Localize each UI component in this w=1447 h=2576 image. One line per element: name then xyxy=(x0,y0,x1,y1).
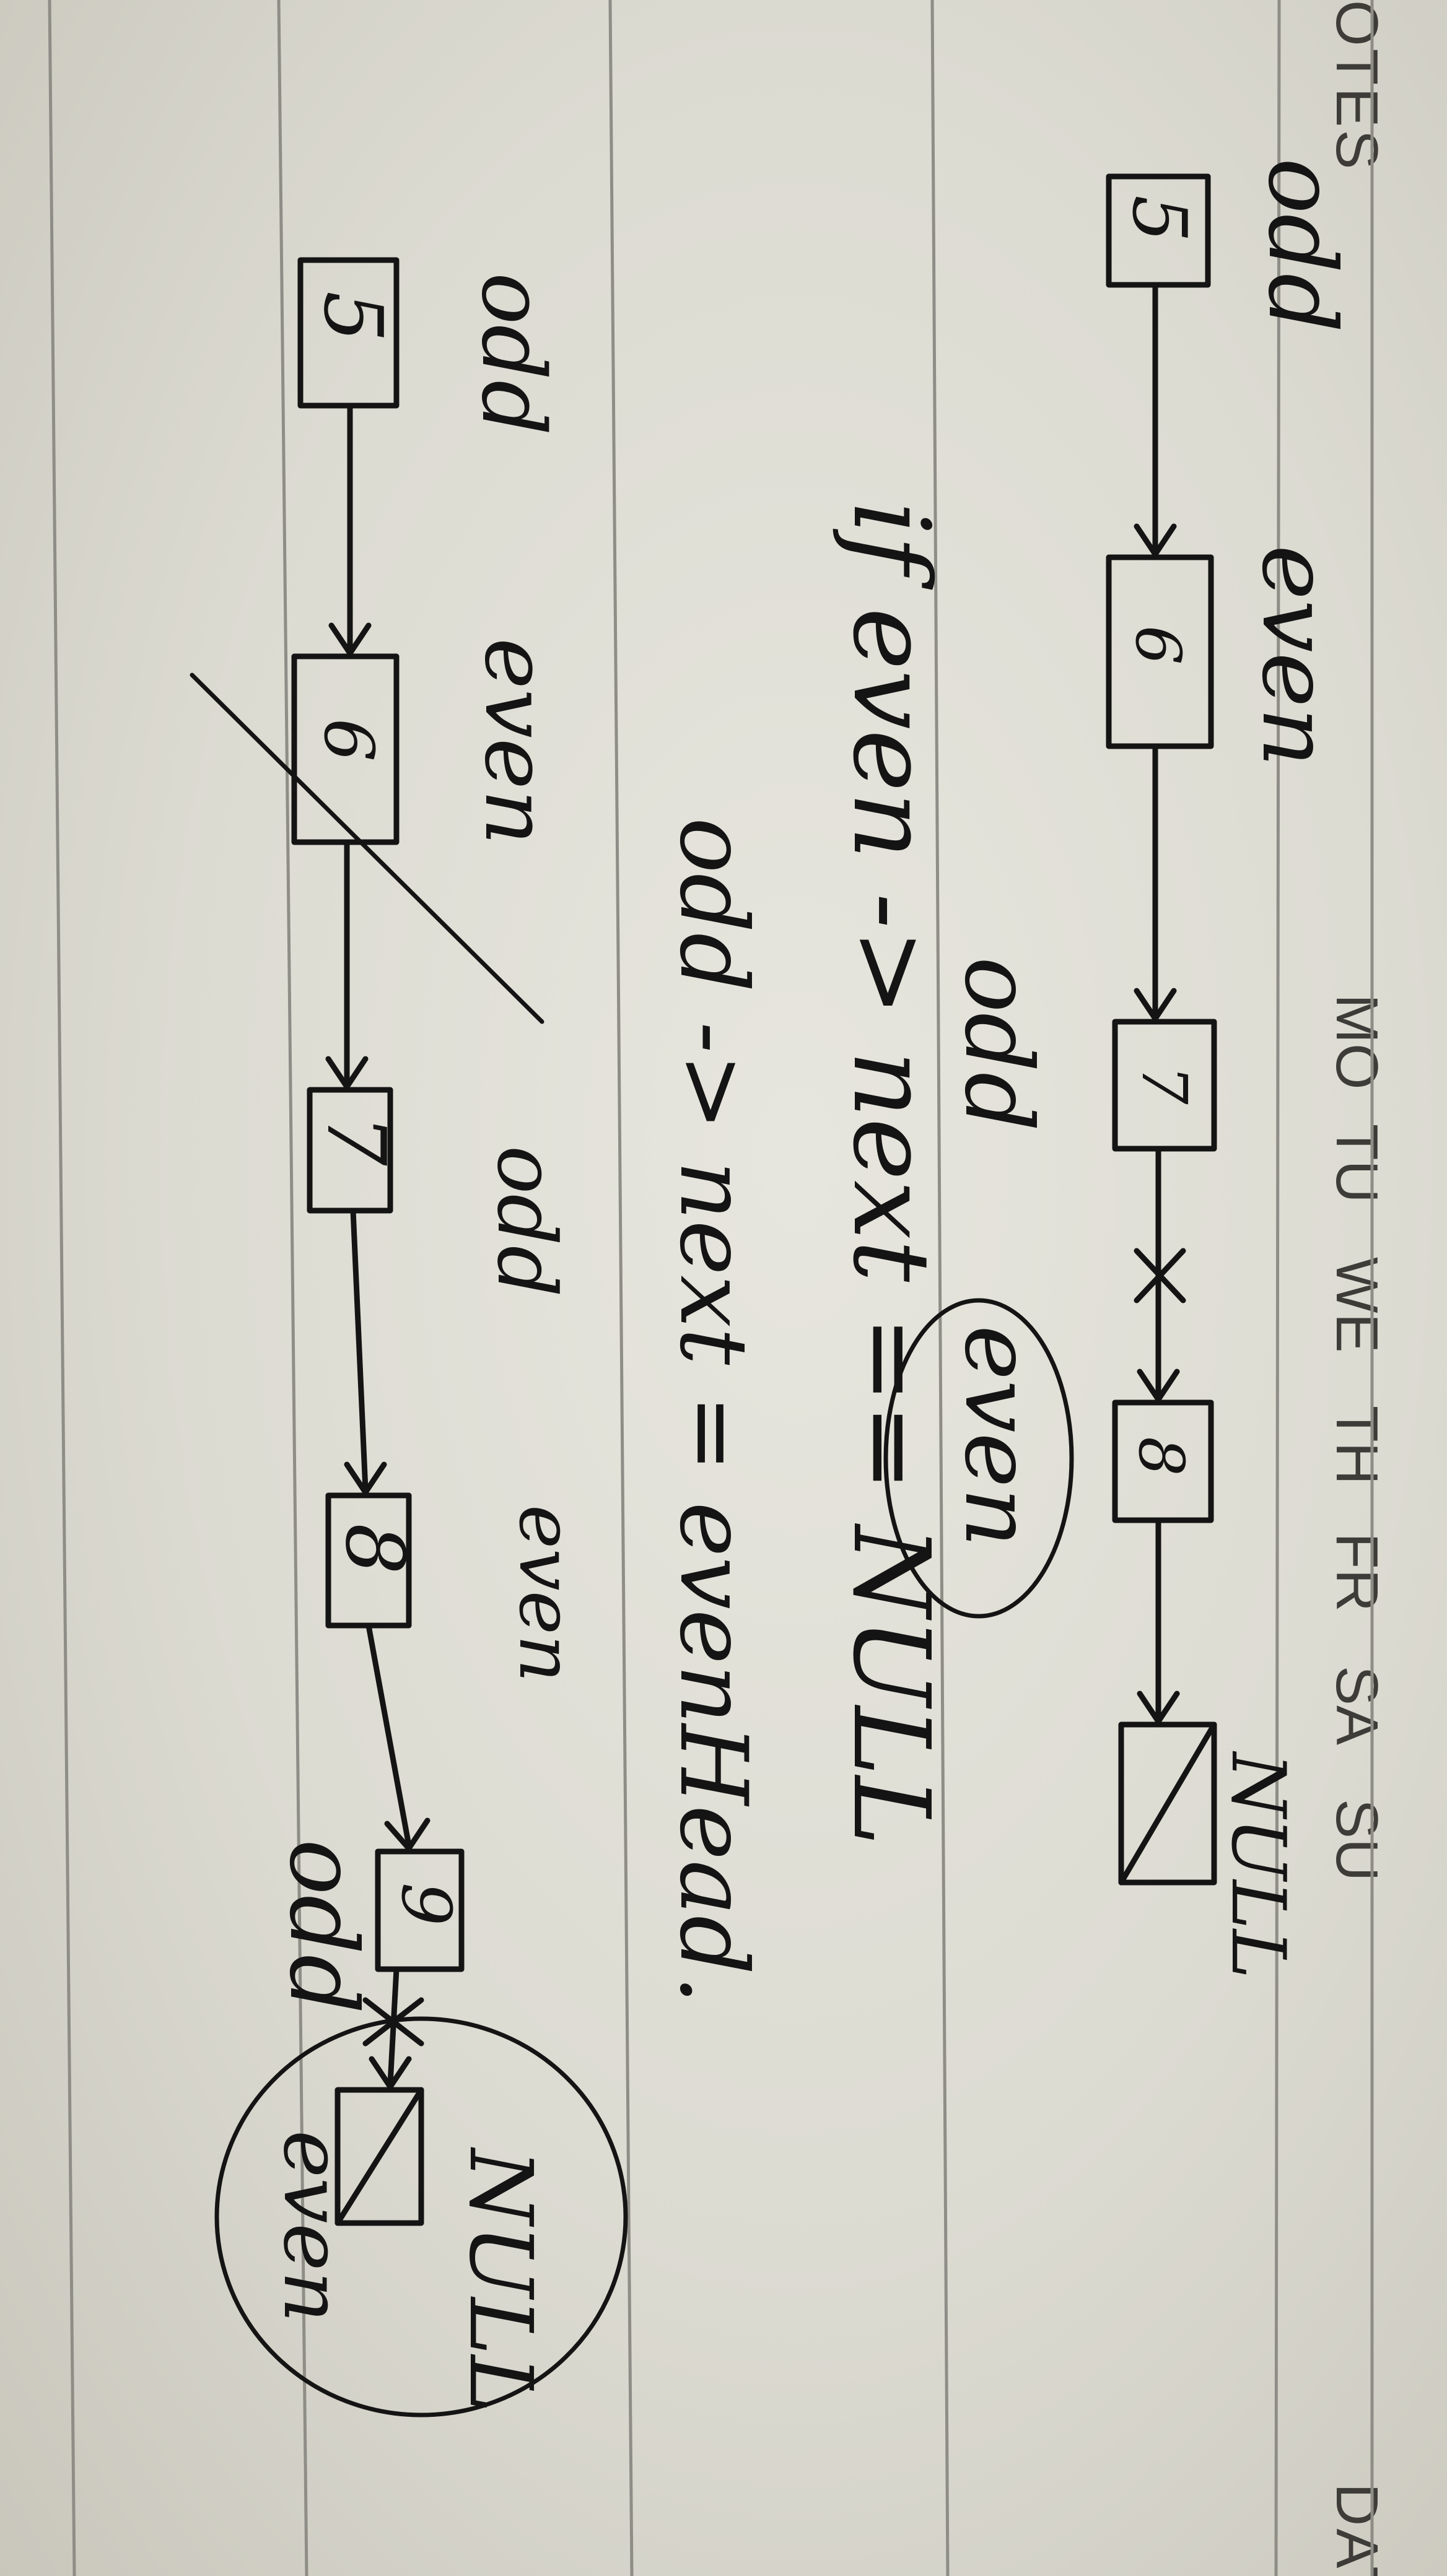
bottom-label-even-2: even xyxy=(502,1505,588,1682)
top-label-odd: odd xyxy=(944,957,1052,1131)
bottom-null-box xyxy=(334,2087,424,2226)
bottom-node-9 xyxy=(375,1848,465,1972)
bottom-label-odd-head: odd xyxy=(462,272,563,436)
bottom-val-6: 6 xyxy=(309,718,388,762)
condition-text: if even -> next == NULL odd -> next = ev… xyxy=(659,502,952,2004)
bottom-val-9: 9 xyxy=(387,1882,466,1926)
top-arrow-5-6 xyxy=(1134,282,1177,557)
bottom-label-odd-2: odd xyxy=(269,1839,377,2014)
condition-line-2: odd -> next = evenHead. xyxy=(659,817,767,2004)
top-val-7: 7 xyxy=(1128,1065,1200,1105)
bottom-arrow-5-6 xyxy=(328,402,372,656)
top-label-null: NULL xyxy=(1215,1751,1301,1979)
top-val-8: 8 xyxy=(1125,1437,1197,1476)
bottom-val-7: 7 xyxy=(309,1115,403,1166)
bottom-label-even: even xyxy=(465,638,566,845)
bottom-circle xyxy=(214,2016,628,2417)
bottom-label-even-circled: even xyxy=(266,2130,360,2323)
bottom-arrow-9-null xyxy=(369,1966,412,2090)
ruled-lines xyxy=(48,0,1374,2576)
top-val-5: 5 xyxy=(1116,195,1202,242)
bottom-node-7 xyxy=(307,1087,393,1214)
top-val-6: 6 xyxy=(1122,625,1194,665)
bottom-arrow-6-7 xyxy=(325,839,369,1090)
top-node-6 xyxy=(1106,554,1214,749)
bottom-label-odd: odd xyxy=(479,1146,574,1297)
top-node-7 xyxy=(1112,1019,1217,1152)
top-linked-list: 5 6 7 8 odd even odd even NULL xyxy=(883,158,1355,1979)
bottom-val-8: 8 xyxy=(328,1523,422,1575)
top-label-odd-head: odd xyxy=(1248,158,1355,333)
top-arrow-6-7 xyxy=(1134,743,1177,1022)
top-arrow-8-null xyxy=(1137,1517,1180,1725)
top-label-even-circled: even xyxy=(944,1325,1052,1547)
top-label-even: even xyxy=(1241,545,1349,767)
top-node-8 xyxy=(1112,1399,1214,1523)
top-node-5 xyxy=(1106,173,1211,288)
bottom-val-5: 5 xyxy=(306,291,400,342)
top-cross-mark xyxy=(1134,1248,1186,1303)
bottom-label-null: NULL xyxy=(450,2147,551,2413)
bottom-linked-list: 5 6 7 8 9 odd even odd even odd even NUL… xyxy=(190,257,628,2417)
condition-line-1: if even -> next == NULL xyxy=(829,502,952,1846)
bottom-arrow-7-8 xyxy=(344,1208,387,1495)
bottom-arrow-8-9 xyxy=(365,1622,431,1852)
bottom-strike-6 xyxy=(190,672,544,1024)
top-null-box xyxy=(1118,1721,1217,1886)
top-circle xyxy=(883,1298,1074,1619)
